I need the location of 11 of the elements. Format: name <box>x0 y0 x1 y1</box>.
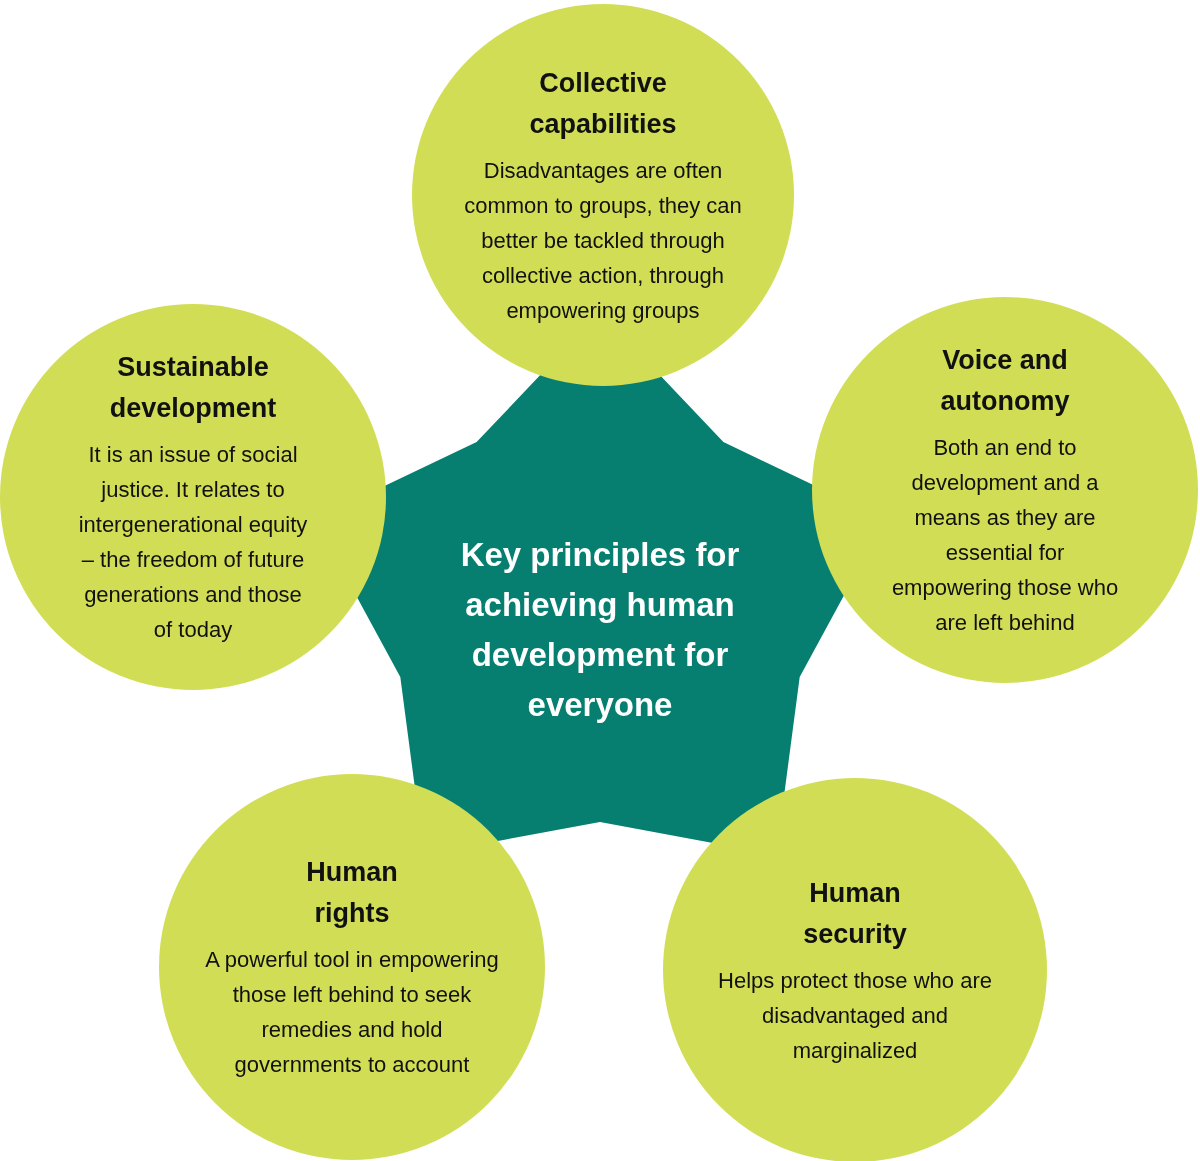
circle-text: Disadvantages are often common to groups, they can better be tackled through collective action, through empowering groups <box>463 156 743 325</box>
center-title: Key principles for achieving human development for everyone <box>459 535 741 725</box>
circle-heading: Voice and autonomy <box>939 344 1071 418</box>
circle-text: Both an end to development and a means as they are essential for empowering those who are left behind <box>890 434 1120 637</box>
circle-heading: Collective capabilities <box>528 66 678 141</box>
circle-heading: Human rights <box>305 856 399 930</box>
circle-text: A powerful tool in empowering those left behind to seek remedies and hold governments to account <box>204 946 500 1079</box>
circle-heading: Human security <box>802 876 908 951</box>
circle-text: It is an issue of social justice. It relates to intergenerational equity – the freedom of future generations and those of today <box>77 441 309 644</box>
circle-heading: Sustainable development <box>108 351 278 425</box>
circle-text: Helps protect those who are disadvantaged and marginalized <box>717 966 993 1065</box>
